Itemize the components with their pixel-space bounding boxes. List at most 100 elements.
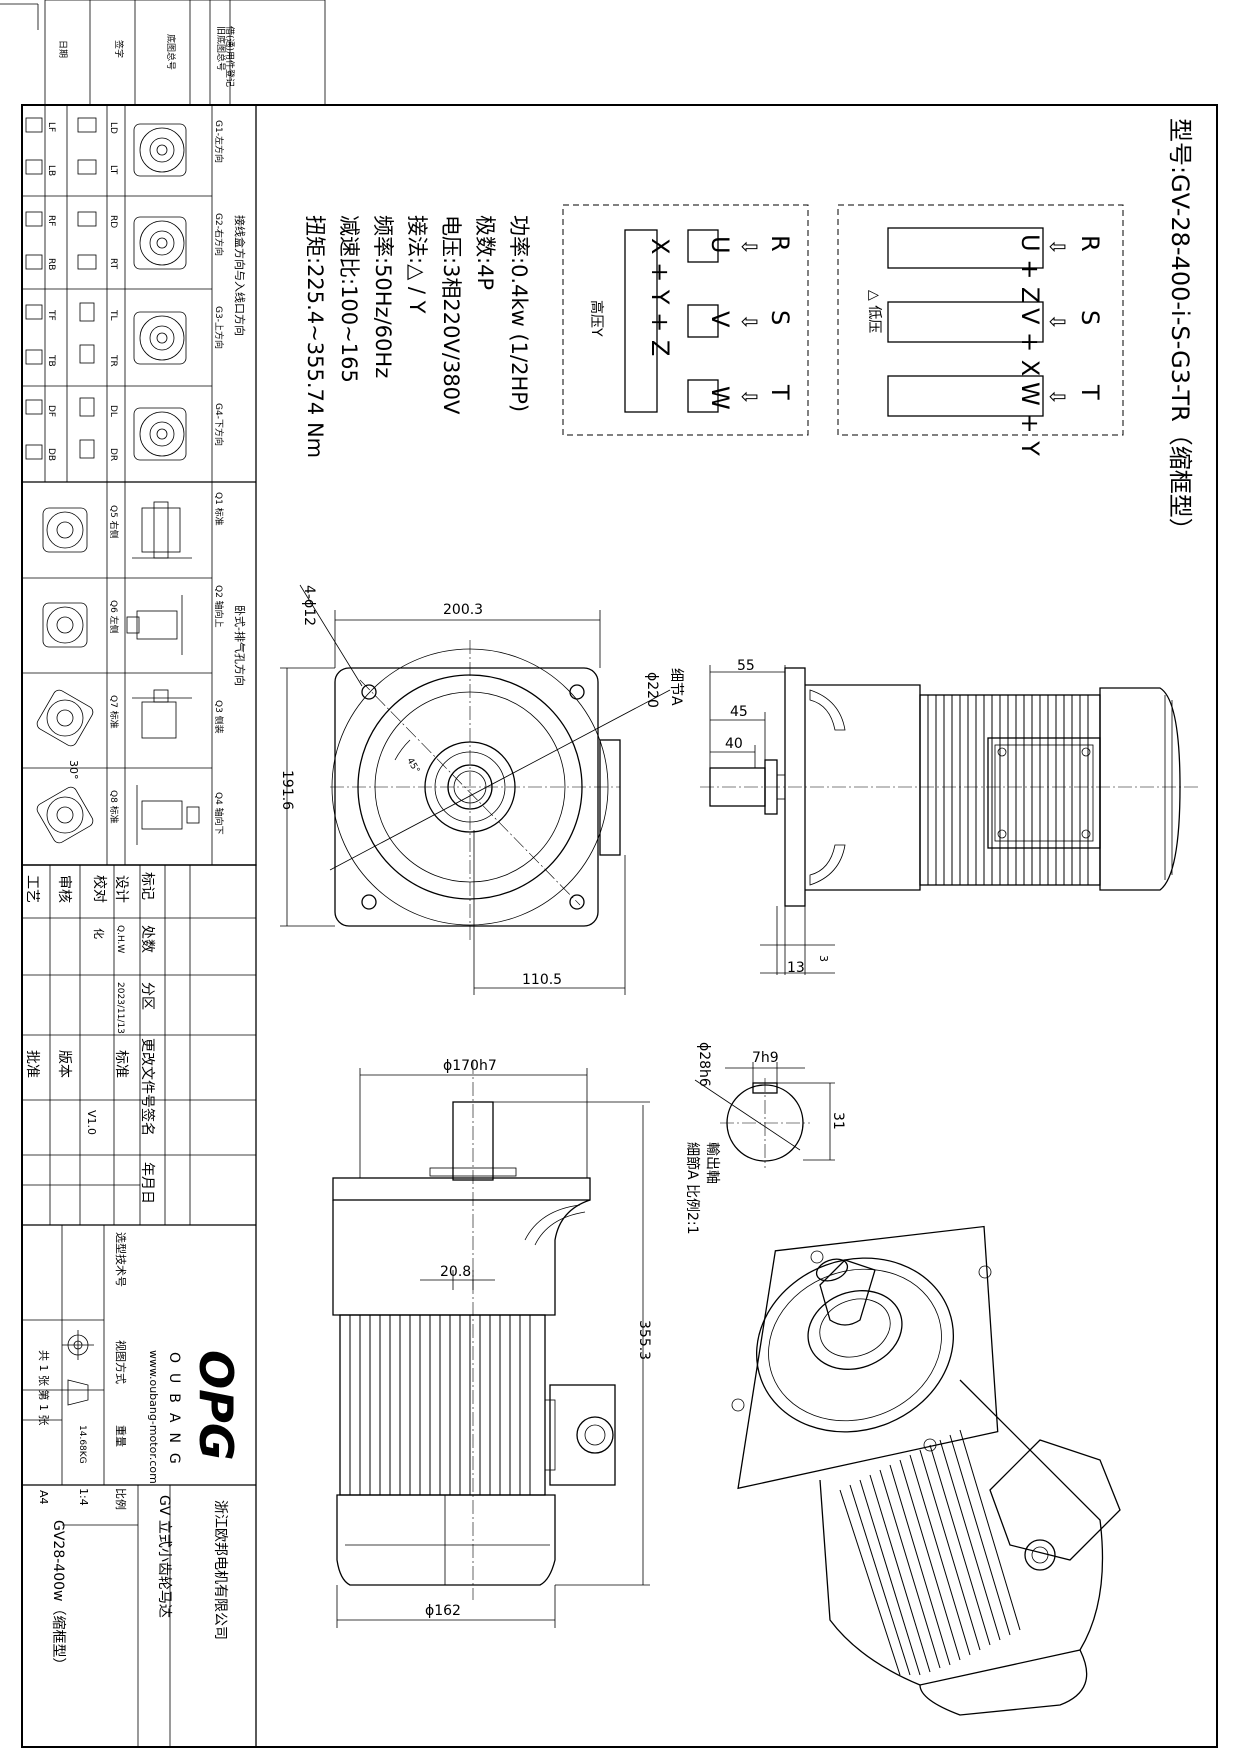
q3-label: Q3 侧装 [213,700,225,734]
cooling-fins [927,695,1089,885]
strip-date: 日期 [57,40,68,58]
code-dr: DR [108,448,118,461]
low-phase-s: S [1076,310,1104,325]
dim-45: 45 [730,704,748,720]
model-label-group: 型号:GV-28-400-i-S-G3-TR（缩框型） [1166,118,1194,542]
weight-label: 重量 [114,1425,128,1447]
motor-front-view: ϕ170h7 20.8 355.3 ϕ162 [332,1058,652,1628]
code-dl: DL [108,405,118,417]
orientation-panel: 接线盒方向与入线口方向 卧式-排气孔方向 G1-左方向 G2-右方向 G3-上方… [21,104,257,866]
flange-face-view: 200.3 191.6 110.5 4-ϕ12 ϕ220 细节A 45° [279,584,684,995]
low-arrow-2: ⇩ [1045,313,1069,331]
q4-label: Q4 轴向下 [213,792,225,835]
high-arrow-1: ⇩ [737,238,761,256]
q8-label: Q8 标准 [108,790,120,824]
g4-label: G4-下方向 [213,403,225,446]
low-arrow-1: ⇩ [1045,238,1069,256]
dim-phi170h7: ϕ170h7 [443,1058,497,1074]
strip-sign: 签字 [113,40,125,58]
g1-label: G1-左方向 [213,120,225,163]
sheet-count: 共 1 张 第 1 张 [37,1350,51,1425]
strip-old-base-no: 旧底图总号 [215,26,227,71]
high-box-v: V [706,311,734,328]
angle-30-label: 30° [67,760,80,780]
dim-3: 3 [817,955,830,962]
iso-cooling-fins [839,1429,1021,1676]
output-shaft-label: 輸出軸 [704,1142,720,1184]
designer-value: Q.H.W [115,925,125,953]
detail-a-label: 细节A [668,668,684,706]
row-approve: 批准 [24,1050,40,1078]
strip-shared-parts: 借(通)用件登记 [224,26,236,87]
dim-13: 13 [787,960,805,976]
drawing-number: GV28-400w（缩框型） [50,1520,66,1671]
brand-logo-text: OPG [189,1350,243,1461]
dim-55: 55 [737,658,755,674]
dim-7h9: 7h9 [752,1050,779,1066]
high-voltage-title: 高压Y [588,300,605,337]
strip-base-no: 底图总号 [165,34,177,70]
dim-phi162: ϕ162 [425,1603,461,1619]
dim-phi28h6: ϕ28h6 [696,1042,712,1087]
paper-size: A4 [37,1490,50,1505]
row-version: 版本 [56,1050,72,1078]
q-view-icons [36,501,200,845]
code-lf: LF [46,122,56,132]
code-db: DB [46,448,56,461]
code-tl: TL [108,309,118,321]
motor-isometric-view [731,1225,1121,1716]
q5-label: Q5 右侧 [108,505,120,539]
row-check: 校对 [91,875,108,903]
spec-torque: 扭矩:225.4~355.74 Nm [303,215,327,458]
row-standard: 标准 [113,1050,129,1078]
model-label: 型号:GV-28-400-i-S-G3-TR（缩框型） [1166,118,1194,542]
dim-40: 40 [725,736,743,752]
spec-connection: 接法:△ / Y [405,215,429,314]
high-arrow-3: ⇩ [737,388,761,406]
g2-label: G2-右方向 [213,213,225,256]
projection-symbol-icon [62,1330,94,1406]
rev-header-zone: 分区 [139,982,155,1010]
angle-45-label: 45° [404,757,421,776]
high-arrow-2: ⇩ [737,313,761,331]
product-name: GV 立式小齿轮马达 [156,1495,172,1618]
rev-header-count: 处数 [139,925,155,953]
row-design: 设计 [113,875,129,903]
high-phase-t: T [766,384,794,400]
dim-355-3: 355.3 [636,1320,652,1360]
rev-header-doc: 更改文件号 [139,1038,155,1108]
code-tf: TF [46,309,56,321]
dim-191-6: 191.6 [279,770,295,810]
orientation-header-bottom: 卧式-排气孔方向 [233,605,247,686]
shaft-key-detail: 7h9 31 ϕ28h6 輸出軸 細節A 比例2:1 [684,1042,846,1235]
scale-label: 比例 [114,1488,128,1510]
rev-header-sign: 签名 [139,1108,156,1136]
wiring-low-voltage: R S T ⇩ ⇩ ⇩ U + Z V + X W + Y △ 低压 [837,204,1124,456]
low-voltage-title: △ 低压 [866,290,882,333]
low-phase-t: T [1076,384,1104,400]
scale-value: 1:4 [77,1488,90,1506]
rev-header-date: 年月日 [139,1162,155,1204]
small-box-icons [25,117,97,460]
rev-header-mark: 标记 [139,872,155,900]
company-name: 浙江欧邦电机有限公司 [212,1500,228,1640]
code-tr: TR [108,354,118,367]
dim-31: 31 [830,1112,846,1130]
spec-voltage: 电压:3相220V/380V [439,215,463,415]
high-bridge-xyz: X + Y + Z [646,238,674,356]
code-df: DF [46,405,56,417]
g-view-icons [133,123,187,461]
version-value: V1.0 [85,1110,98,1135]
spec-power: 功率:0.4kw (1/2HP) [507,215,531,412]
brand-name: OUBANG [166,1352,182,1474]
registration-strip: 日期 签字 底图总号 旧底图总号 借(通)用件登记 [44,0,326,106]
low-box-wy: W + Y [1016,382,1044,456]
row-process: 工艺 [24,875,40,903]
brand-logo: OPG [189,1350,243,1461]
q1-label: Q1 标准 [213,492,225,526]
orientation-header-top: 接线盒方向与入线口方向 [233,215,247,336]
code-tb: TB [46,354,56,367]
high-phase-s: S [766,310,794,325]
q2-label: Q2 轴向上 [213,585,225,628]
